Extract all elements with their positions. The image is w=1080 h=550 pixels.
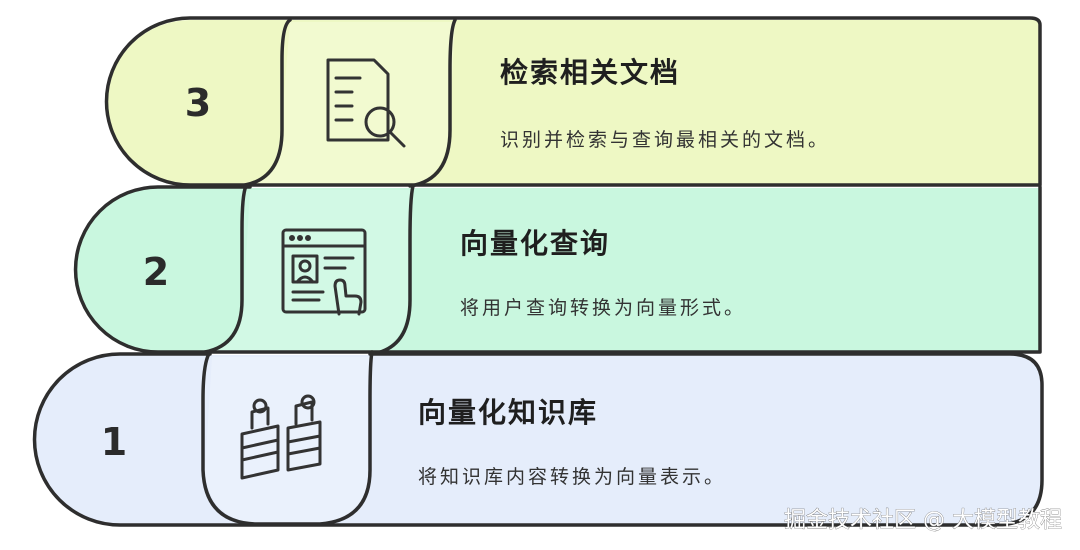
- step-band-2: 2 向量化查询 将用户查询转换为向量形式。: [73, 184, 1042, 356]
- step-number-2: 2: [143, 250, 169, 294]
- step-number-1: 1: [101, 420, 127, 464]
- document-search-icon: [326, 58, 406, 148]
- data-blocks-icon: [240, 394, 322, 480]
- step-desc-2: 将用户查询转换为向量形式。: [460, 297, 746, 319]
- step-band-1-fill: [35, 355, 1042, 525]
- step-band-2-fill: [76, 188, 1040, 352]
- step-title-2: 向量化查询: [460, 227, 610, 260]
- step-band-1-outline: [32, 352, 1044, 527]
- step-band-3-fill: [107, 20, 1040, 185]
- web-profile-click-icon: [281, 228, 367, 316]
- step-title-3: 检索相关文档: [500, 56, 680, 89]
- step-number-3: 3: [185, 81, 211, 125]
- step-band-2-outline: [73, 185, 1042, 354]
- watermark-text: 掘金技术社区 @ 大模型教程: [784, 508, 1062, 533]
- step-title-1: 向量化知识库: [418, 396, 598, 429]
- step-desc-1: 将知识库内容转换为向量表示。: [418, 466, 726, 488]
- step-band-1-tab-outline: [201, 350, 374, 526]
- step-band-2-tab-outline: [203, 184, 415, 356]
- step-band-3-tab-outline: [243, 18, 457, 188]
- step-band-3-outline: [104, 16, 1042, 187]
- step-band-1: 1 向量化知识库 将知识库内容转换为向量表示。: [32, 350, 1044, 527]
- step-desc-3: 识别并检索与查询最相关的文档。: [500, 129, 830, 151]
- step-band-3: 3 检索相关文档 识别并检索与查询最相关的文档。: [104, 16, 1042, 188]
